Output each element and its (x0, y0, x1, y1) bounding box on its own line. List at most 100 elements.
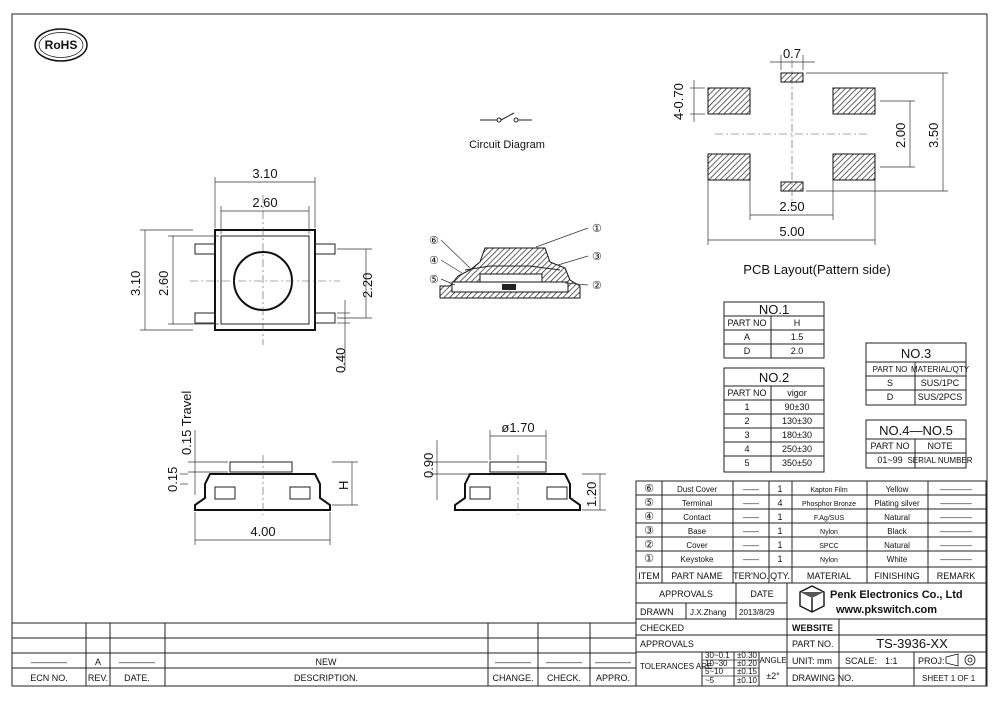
company-name: Penk Electronics Co., Ltd (830, 589, 963, 601)
svg-text:NO.1: NO.1 (759, 302, 789, 317)
svg-text:1.5: 1.5 (791, 332, 804, 342)
svg-text:————: ———— (495, 657, 531, 667)
svg-text:130±30: 130±30 (782, 416, 812, 426)
company-logo (799, 585, 825, 613)
svg-text:±0.20: ±0.20 (737, 659, 758, 668)
svg-text:SERIAL NUMBER: SERIAL NUMBER (907, 456, 972, 465)
callout-6: ⑥ (429, 235, 439, 247)
svg-text:APPRO.: APPRO. (596, 673, 630, 683)
svg-text:SHEET 1 OF 1: SHEET 1 OF 1 (922, 674, 976, 683)
top-dim-310h: 3.10 (128, 271, 143, 296)
svg-text:J.X.Zhang: J.X.Zhang (690, 608, 726, 617)
svg-text:30~0.1: 30~0.1 (705, 651, 730, 660)
svg-text:5: 5 (744, 458, 749, 468)
bom-cell-qty: 1 (777, 512, 782, 522)
bom-cell-item: ⑤ (644, 497, 654, 509)
svg-text:————: ———— (31, 657, 67, 667)
svg-text:PART NAME: PART NAME (671, 571, 723, 581)
bom-cell-name: Dust Cover (677, 485, 717, 494)
svg-text:SCALE:: SCALE: (845, 656, 877, 666)
bom-cell-qty: 4 (777, 498, 782, 508)
svg-text:ITEM: ITEM (638, 571, 660, 581)
bom-cell-ter: —— (743, 541, 759, 550)
bom-cell-material: SPCC (819, 543, 838, 550)
bom-cell-qty: 1 (777, 526, 782, 536)
svg-text:A: A (95, 657, 101, 667)
bom-cell-item: ⑥ (644, 483, 654, 495)
callout-2: ③ (592, 251, 602, 263)
svg-text:ANGLE: ANGLE (759, 656, 786, 665)
pcb-dim-500: 5.00 (779, 224, 804, 239)
rohs-logo: RoHS (34, 28, 88, 62)
svg-text:————: ———— (595, 657, 631, 667)
bom-cell-material: Phosphor Bronze (802, 501, 856, 508)
no3-table: NO.3 PART NO MATERIAL/QTY S SUS/1PC D SU… (865, 342, 970, 406)
svg-text:WEBSITE: WEBSITE (792, 623, 833, 633)
svg-text:A: A (744, 332, 750, 342)
front-view: ø1.70 0.90 1.20 (421, 420, 606, 515)
svg-text:NEW: NEW (316, 657, 338, 667)
bom-cell-item: ① (644, 553, 654, 565)
pcb-dim-07: 0.7 (783, 46, 801, 61)
svg-text:PART NO.: PART NO. (792, 639, 834, 649)
projection-symbol-icon (945, 653, 976, 667)
svg-text:PROJ:: PROJ: (918, 656, 945, 666)
title-block: APPROVALS DATE DRAWN J.X.Zhang 2013/8/29… (635, 582, 987, 687)
section-view: ① ③ ② ⑥ ④ ⑤ (429, 223, 602, 299)
svg-text:01~99: 01~99 (877, 455, 902, 465)
svg-text:PART NO: PART NO (870, 441, 909, 451)
bom-cell-finishing: Natural (884, 541, 910, 550)
side-dim-h: H (336, 481, 351, 490)
bom-cell-qty: 1 (777, 554, 782, 564)
svg-text:APPROVALS: APPROVALS (640, 639, 694, 649)
svg-text:NO.3: NO.3 (901, 346, 931, 361)
part-number: TS-3936-XX (876, 636, 948, 651)
svg-text:350±50: 350±50 (782, 458, 812, 468)
rohs-label: RoHS (45, 38, 78, 52)
svg-text:CHECK.: CHECK. (547, 673, 581, 683)
svg-text:SUS/1PC: SUS/1PC (921, 378, 960, 388)
top-view: 3.10 2.60 3.10 2.60 2.20 0.40 (128, 166, 375, 373)
bom-cell-name: Base (688, 527, 707, 536)
svg-text:QTY.: QTY. (770, 571, 790, 581)
side-dim-400: 4.00 (250, 524, 275, 539)
pcb-dim-470: 4-0.70 (671, 83, 686, 120)
svg-text:vigor: vigor (787, 388, 807, 398)
svg-text:±0.15: ±0.15 (737, 667, 758, 676)
bom-cell-remark: ———— (940, 527, 972, 536)
pcb-layout: 0.7 4-0.70 2.00 3.50 2.50 5.00 PCB Layou… (671, 46, 948, 277)
no1-table: NO.1 PART NO H A 1.5 D 2.0 (723, 301, 825, 359)
pcb-title: PCB Layout(Pattern side) (743, 262, 890, 277)
svg-text:90±30: 90±30 (785, 402, 810, 412)
svg-text:APPROVALS: APPROVALS (659, 589, 713, 599)
svg-text:4: 4 (744, 444, 749, 454)
bom-cell-finishing: Black (887, 527, 908, 536)
svg-text:TOLERANCES ARE: TOLERANCES ARE (640, 662, 712, 671)
bom-cell-remark: ———— (940, 499, 972, 508)
svg-text:NO.2: NO.2 (759, 370, 789, 385)
bom-cell-finishing: Natural (884, 513, 910, 522)
bom-cell-qty: 1 (777, 540, 782, 550)
svg-text:H: H (794, 318, 801, 328)
pcb-dim-200: 2.00 (893, 123, 908, 148)
svg-text:±0.30: ±0.30 (737, 651, 758, 660)
svg-text:DATE.: DATE. (124, 673, 150, 683)
svg-text:PART NO: PART NO (873, 365, 908, 374)
svg-text:CHECKED: CHECKED (640, 623, 685, 633)
svg-text:PART NO: PART NO (727, 318, 766, 328)
svg-text:DRAWING NO.: DRAWING NO. (792, 673, 854, 683)
svg-text:SUS/2PCS: SUS/2PCS (918, 392, 963, 402)
svg-text:~5: ~5 (705, 676, 715, 685)
svg-text:2.0: 2.0 (791, 346, 804, 356)
bom-cell-ter: —— (743, 555, 759, 564)
side-dim-015: 0.15 (165, 467, 180, 492)
svg-text:1:1: 1:1 (885, 656, 898, 666)
bom-cell-remark: ———— (940, 485, 972, 494)
callout-1: ① (592, 223, 602, 235)
bom-cell-name: Cover (686, 541, 708, 550)
bom-header: ITEM PART NAME TER'NO. QTY. MATERIAL FIN… (638, 571, 975, 581)
svg-text:UNIT: mm: UNIT: mm (792, 656, 832, 666)
svg-text:PART NO: PART NO (727, 388, 766, 398)
svg-text:NOTE: NOTE (927, 441, 952, 451)
